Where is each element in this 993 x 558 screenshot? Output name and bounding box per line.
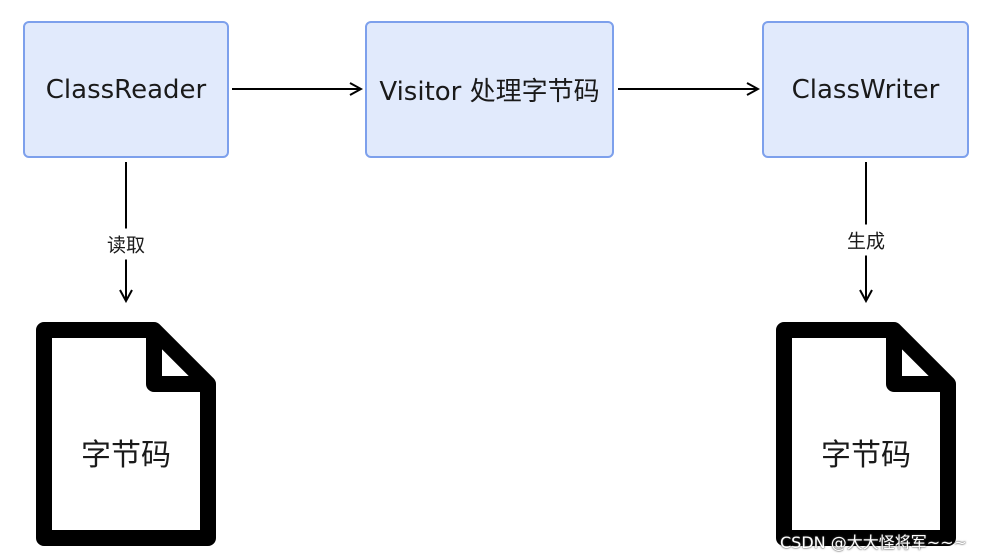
class-writer-label: ClassWriter	[791, 74, 940, 105]
class-reader-label: ClassReader	[45, 74, 207, 105]
output-bytecode-label: 字节码	[821, 438, 911, 473]
output-bytecode-document[interactable]: 字节码	[774, 318, 958, 550]
csdn-watermark: CSDN @大大怪将军~~~	[780, 533, 967, 552]
file-icon	[776, 322, 956, 546]
class-reader-node[interactable]: ClassReader	[23, 21, 229, 158]
input-bytecode-label: 字节码	[81, 438, 171, 473]
visitor-label: Visitor 处理字节码	[379, 77, 600, 107]
input-bytecode-document[interactable]: 字节码	[34, 318, 218, 550]
class-writer-node[interactable]: ClassWriter	[762, 21, 969, 158]
visitor-node[interactable]: Visitor 处理字节码	[365, 21, 614, 158]
generate-edge-label: 生成	[843, 224, 889, 256]
file-icon	[36, 322, 216, 546]
read-edge-label: 读取	[103, 228, 149, 260]
